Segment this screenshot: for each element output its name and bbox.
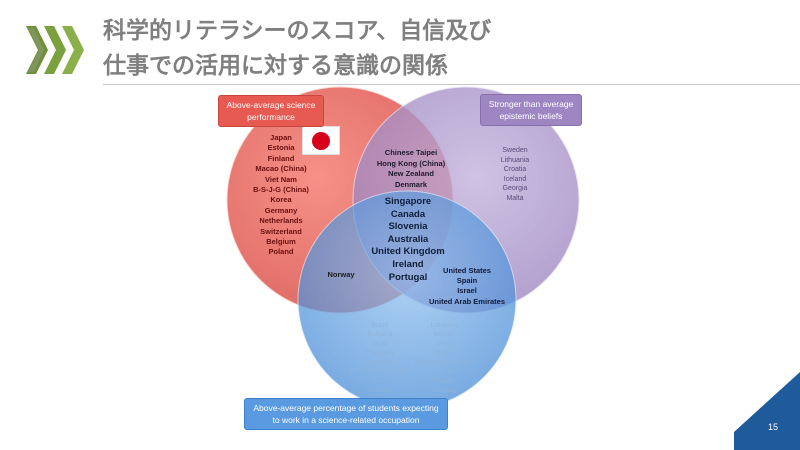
country-label: United Kingdom	[371, 246, 445, 258]
page-title: 科学的リテラシーのスコア、自信及び 仕事での活用に対する意識の関係	[103, 14, 783, 84]
country-label: Lebanon	[430, 322, 458, 329]
country-label: Finland	[267, 153, 295, 163]
callout-occupation-line-2: to work in a science-related occupation	[272, 415, 420, 425]
country-label: Uruguay	[431, 387, 457, 395]
country-label: Kosovo	[368, 387, 392, 395]
title-line-1: 科学的リテラシーのスコア、自信及び	[103, 18, 492, 44]
country-label: Jordan	[369, 377, 391, 385]
country-label: Australia	[387, 233, 429, 245]
country-label: Spain	[456, 276, 478, 286]
country-label: Bulgaria	[367, 331, 393, 339]
country-label: Ireland	[392, 258, 424, 270]
country-label: Trinidad and Tobago	[413, 359, 475, 367]
country-label: Qatar	[435, 349, 453, 357]
callout-epistemic-beliefs: Stronger than average epistemic beliefs	[480, 94, 582, 126]
corner-decoration	[734, 372, 800, 450]
country-label: Chile	[372, 340, 388, 348]
country-label: Portugal	[388, 271, 428, 283]
country-label: Malta	[506, 194, 524, 202]
country-label: Iceland	[503, 175, 527, 183]
region-science-occupation: Norway	[318, 270, 364, 280]
country-label: Poland	[268, 247, 294, 257]
country-label: Germany	[264, 205, 298, 215]
country-label: Belgium	[266, 237, 296, 247]
callout-occupation-line-1: Above-average percentage of students exp…	[253, 403, 439, 413]
country-label: Viet Nam	[265, 174, 297, 184]
country-label: Mexico	[433, 331, 455, 339]
callout-science-performance: Above-average science performance	[218, 95, 324, 127]
country-label: Japan	[270, 133, 292, 142]
country-label: Georgia	[502, 185, 528, 193]
country-label: Tunisia	[433, 368, 455, 376]
country-label: Lithuania	[500, 156, 530, 164]
country-label: Brazil	[371, 322, 389, 329]
page-number: 15	[767, 422, 778, 432]
country-label: Croatia	[503, 166, 527, 174]
country-label: Canada	[390, 208, 426, 220]
country-label: Sweden	[502, 147, 528, 154]
country-label: Norway	[327, 270, 355, 279]
country-label: Dominican Republic	[349, 368, 411, 376]
country-label: Peru	[436, 340, 452, 348]
country-label: Macao (China)	[255, 164, 307, 174]
country-label: Turkey	[433, 377, 455, 385]
country-label: Korea	[270, 195, 292, 205]
country-label: Singapore	[384, 196, 432, 207]
country-label: Costa Rica	[363, 359, 397, 367]
title-line-2: 仕事での活用に対する意識の関係	[103, 53, 448, 79]
country-label: Israel	[457, 286, 477, 296]
callout-science-occupation: Above-average percentage of students exp…	[244, 398, 448, 430]
callout-beliefs-line-1: Stronger than average	[488, 99, 574, 109]
country-label: B-S-J-G (China)	[253, 185, 309, 195]
country-label: Colombia	[365, 349, 395, 357]
callout-beliefs-line-2: epistemic beliefs	[499, 111, 563, 121]
japan-flag-icon	[302, 126, 340, 155]
country-label: Switzerland	[260, 226, 302, 236]
country-label: New Zealand	[388, 169, 434, 178]
country-label: Chinese Taipei	[384, 148, 438, 157]
country-label: United Arab Emirates	[429, 296, 505, 306]
country-label: Slovenia	[388, 221, 428, 233]
country-label: Netherlands	[259, 216, 303, 226]
country-label: Hong Kong (China)	[376, 158, 446, 168]
country-label: Estonia	[267, 143, 295, 153]
country-label: Denmark	[394, 179, 428, 189]
chevron-arrows-icon	[26, 26, 84, 74]
callout-science-line-1: Above-average science	[226, 100, 316, 110]
title-divider	[103, 84, 800, 85]
callout-science-line-2: performance	[247, 112, 295, 122]
country-label: United States	[443, 266, 491, 275]
